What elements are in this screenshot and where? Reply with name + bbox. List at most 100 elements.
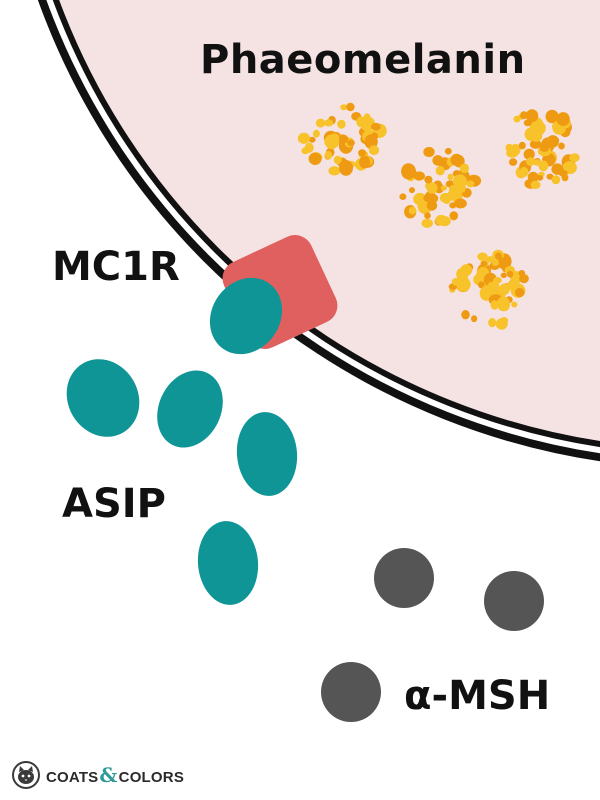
- pigment-speck: [499, 317, 509, 324]
- pigment-speck: [358, 149, 367, 157]
- pigment-speck: [525, 109, 539, 123]
- logo-text-left: COATS: [46, 769, 99, 786]
- pigment-speck: [315, 118, 326, 128]
- asip-molecule-bound: [209, 277, 283, 355]
- mc1r-label: MC1R: [52, 244, 180, 290]
- asip-molecules: [66, 277, 298, 605]
- pigment-speck: [409, 187, 415, 194]
- pigment-speck: [347, 139, 355, 147]
- pigment-speck: [523, 148, 535, 160]
- pigment-speck: [459, 163, 469, 174]
- pigment-speck: [507, 279, 520, 292]
- pigment-speck: [499, 283, 510, 295]
- pigment-speck: [309, 155, 317, 163]
- pigment-speck: [558, 169, 568, 177]
- pigment-speck: [511, 301, 518, 308]
- alpha-msh-molecule: [374, 548, 434, 608]
- pigment-speck: [488, 318, 497, 328]
- pigment-speck: [399, 193, 407, 200]
- pigment-speck: [426, 182, 438, 194]
- pigment-speck: [413, 171, 426, 181]
- pigment-granule-icon: [448, 249, 529, 330]
- pigment-speck: [500, 272, 507, 278]
- pigment-speck: [508, 158, 518, 166]
- logo-wordmark: COATS&COLORS: [46, 763, 184, 787]
- pigment-speck: [439, 192, 452, 203]
- pigment-speck: [529, 129, 543, 142]
- alpha-msh-label: α-MSH: [404, 673, 551, 719]
- pigment-speck: [495, 252, 502, 260]
- cell-body: [52, 0, 600, 447]
- pigment-speck: [333, 155, 342, 165]
- pigment-speck: [497, 296, 510, 312]
- pigment-speck: [336, 134, 349, 144]
- pigment-speck: [478, 281, 485, 289]
- pigment-speck: [401, 163, 416, 180]
- pigment-speck: [480, 261, 488, 267]
- pigment-speck: [507, 270, 514, 278]
- pigment-speck: [324, 151, 333, 160]
- pigment-speck: [448, 185, 458, 194]
- pigment-speck: [529, 139, 542, 149]
- pigment-speck: [486, 281, 500, 294]
- pigment-speck: [449, 211, 459, 221]
- pigment-speck: [359, 155, 371, 169]
- asip-molecule: [197, 521, 259, 605]
- pigment-granule-icon: [505, 109, 580, 189]
- pigment-granules: [297, 102, 580, 330]
- pigment-speck: [520, 111, 528, 120]
- pigment-speck: [339, 160, 353, 176]
- pigment-speck: [424, 175, 433, 184]
- pigment-speck: [519, 167, 529, 177]
- alpha-msh-molecule: [321, 662, 381, 722]
- pigment-speck: [423, 146, 435, 158]
- pigment-speck: [519, 274, 529, 284]
- pigment-speck: [340, 104, 348, 111]
- pigment-speck: [346, 102, 355, 112]
- asip-molecule: [236, 412, 298, 496]
- pigment-speck: [545, 109, 559, 124]
- pigment-speck: [569, 153, 580, 163]
- logo-text-right: COLORS: [118, 769, 185, 786]
- pigment-granule-icon: [297, 102, 387, 176]
- pigment-speck: [308, 136, 316, 143]
- pigment-speck: [533, 159, 541, 166]
- pigment-speck: [304, 142, 314, 153]
- pigment-speck: [538, 160, 549, 172]
- pigment-speck: [471, 315, 478, 323]
- pigment-speck: [456, 276, 471, 292]
- pigment-speck: [435, 214, 447, 226]
- pigment-speck: [546, 135, 559, 148]
- pigment-speck: [368, 145, 380, 156]
- pigment-speck: [461, 310, 470, 320]
- pigment-speck: [447, 173, 454, 181]
- pigment-speck: [408, 206, 417, 215]
- pigment-speck: [328, 166, 341, 176]
- pigment-speck: [493, 277, 502, 284]
- cat-face-icon: [12, 761, 40, 789]
- pigment-speck: [444, 147, 452, 155]
- pigment-speck: [510, 143, 521, 156]
- pigment-speck: [513, 115, 521, 123]
- pigment-speck: [526, 157, 536, 166]
- coats-and-colors-logo: COATS&COLORS: [12, 760, 184, 790]
- pigment-speck: [435, 166, 445, 176]
- pigment-speck: [450, 153, 463, 166]
- pigment-speck: [536, 175, 544, 181]
- pigment-speck: [518, 141, 526, 150]
- pigment-speck: [558, 142, 565, 150]
- asip-molecule: [157, 370, 223, 448]
- pigment-speck: [460, 264, 473, 276]
- asip-label: ASIP: [62, 481, 166, 527]
- pigment-speck: [370, 122, 381, 131]
- pigment-speck: [329, 133, 340, 142]
- pigment-speck: [297, 132, 310, 144]
- cell-interior: [52, 0, 600, 447]
- pigment-speck: [454, 198, 467, 209]
- alpha-msh-molecules: [321, 548, 544, 722]
- pigment-speck: [457, 183, 466, 193]
- pigment-speck: [324, 119, 334, 127]
- pigment-speck: [370, 132, 379, 140]
